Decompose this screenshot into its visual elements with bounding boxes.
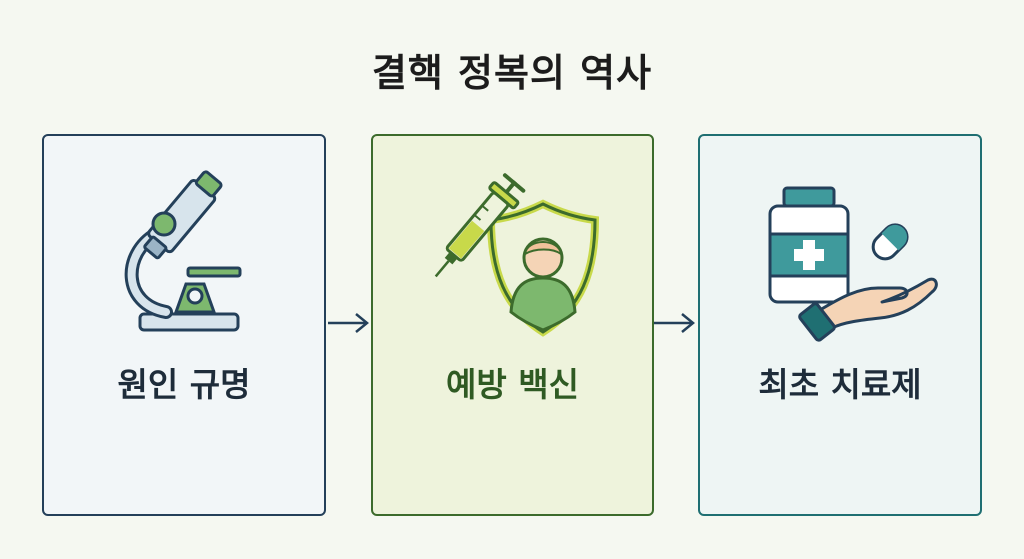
vaccine-shield-icon <box>373 162 652 342</box>
arrow-right-icon <box>654 313 695 333</box>
arrow-right-icon <box>328 313 369 333</box>
step-card-cause: 원인 규명 <box>42 134 326 516</box>
page-title: 결핵 정복의 역사 <box>371 51 653 95</box>
step-label-vaccine: 예방 백신 <box>446 365 579 404</box>
step-label-cause: 원인 규명 <box>117 365 251 404</box>
step-label-treatment: 최초 치료제 <box>758 365 922 404</box>
microscope-icon <box>44 162 324 342</box>
step-card-treatment: 최초 치료제 <box>698 134 982 516</box>
step-card-vaccine: 예방 백신 <box>371 134 654 516</box>
medicine-hand-icon <box>700 162 980 342</box>
